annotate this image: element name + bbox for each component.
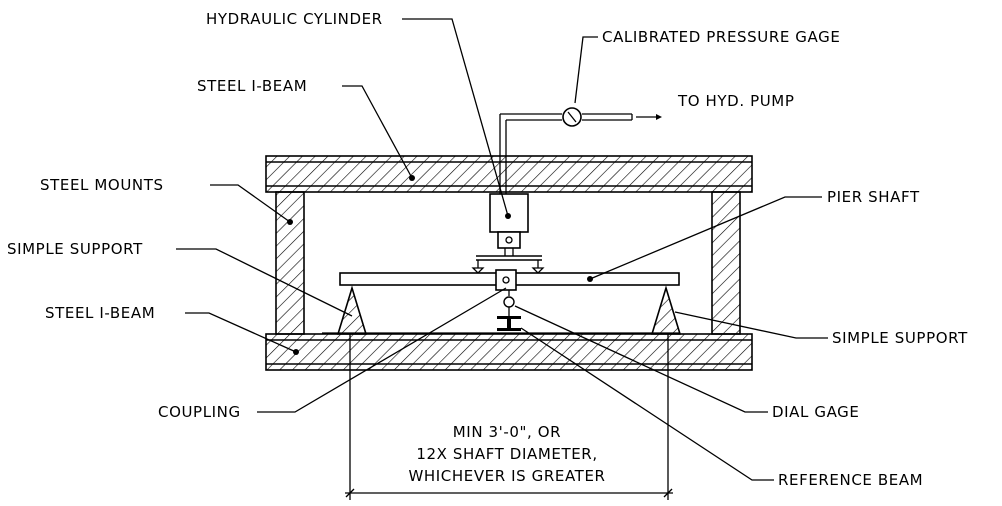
label-simple-support-right: SIMPLE SUPPORT — [832, 329, 968, 347]
span-note-line-1: MIN 3'-0", OR — [453, 423, 561, 441]
reference-beam — [497, 316, 521, 331]
label-to-hyd-pump: TO HYD. PUMP — [677, 92, 794, 110]
label-calibrated-pressure-gage: CALIBRATED PRESSURE GAGE — [602, 28, 840, 46]
pressure-gage — [562, 107, 582, 127]
label-reference-beam: REFERENCE BEAM — [778, 471, 923, 489]
bottom-steel-i-beam — [265, 333, 753, 371]
label-dial-gage: DIAL GAGE — [772, 403, 859, 421]
hydraulic-line — [499, 113, 662, 194]
dial-gage — [503, 290, 515, 316]
label-simple-support-left: SIMPLE SUPPORT — [7, 240, 143, 258]
span-note-line-2: 12X SHAFT DIAMETER, — [416, 445, 597, 463]
steel-mount-left — [275, 191, 305, 335]
span-note-line-3: WHICHEVER IS GREATER — [408, 467, 605, 485]
load-spreader — [471, 255, 545, 274]
simple-support-right — [650, 285, 682, 335]
hydraulic-cylinder — [489, 193, 529, 256]
steel-mount-right — [711, 191, 741, 335]
label-steel-i-beam-top: STEEL I-BEAM — [197, 77, 307, 95]
label-steel-i-beam-bottom: STEEL I-BEAM — [45, 304, 155, 322]
leader-lines — [176, 18, 828, 481]
label-steel-mounts: STEEL MOUNTS — [40, 176, 164, 194]
label-pier-shaft: PIER SHAFT — [827, 188, 920, 206]
label-coupling: COUPLING — [158, 403, 241, 421]
top-steel-i-beam — [265, 155, 753, 193]
label-hydraulic-cylinder: HYDRAULIC CYLINDER — [206, 10, 383, 28]
span-dimension — [345, 334, 673, 500]
coupling — [495, 269, 517, 291]
simple-support-left — [336, 285, 368, 335]
